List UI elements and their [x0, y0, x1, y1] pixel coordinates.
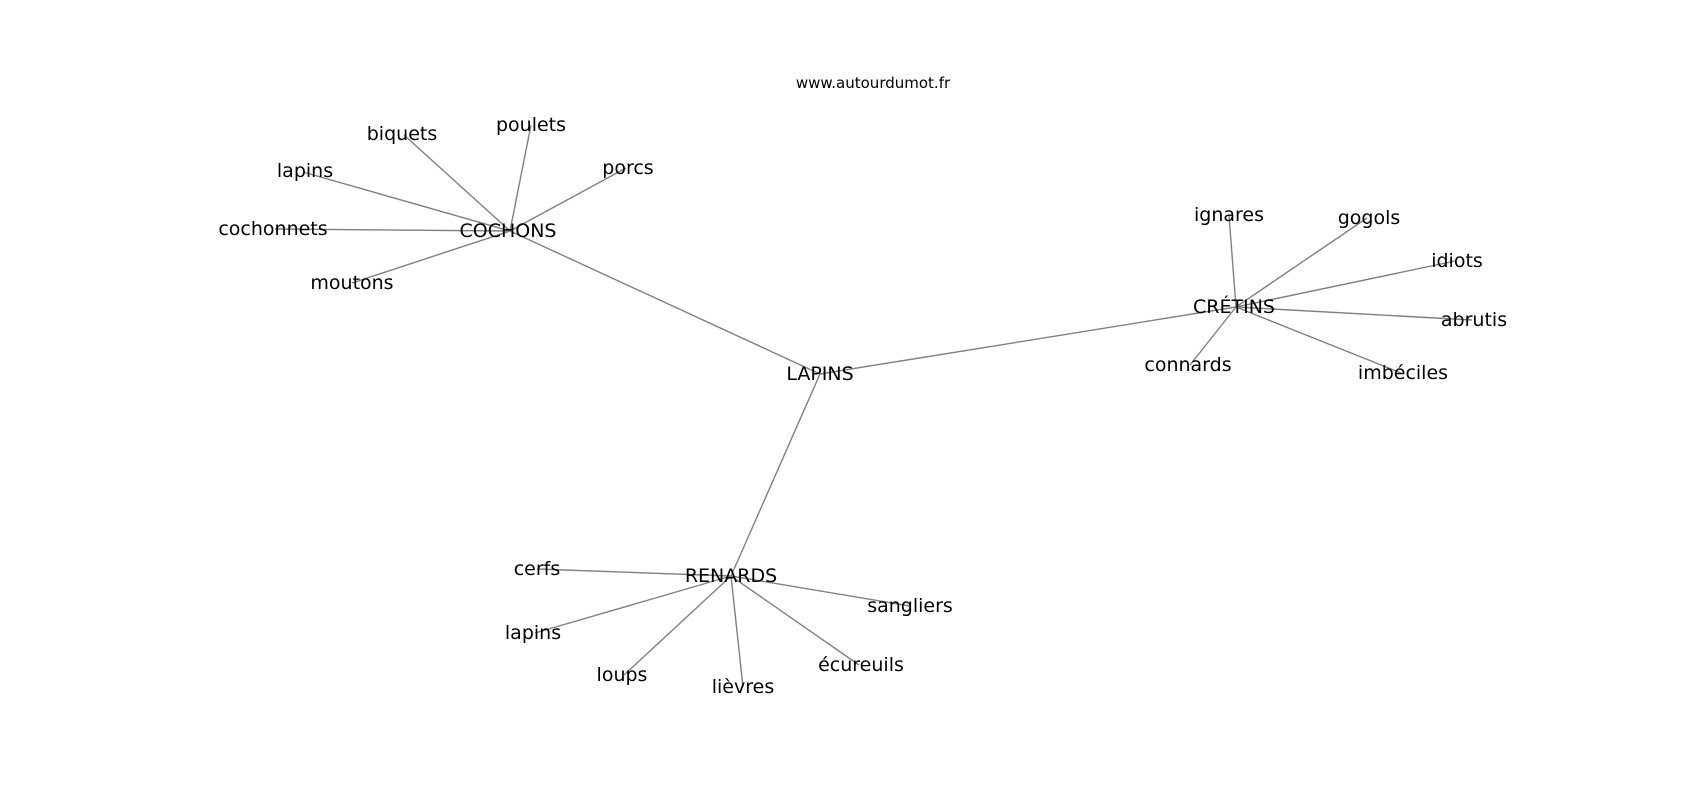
edge-center-hub-0: [509, 230, 821, 375]
edge-hub-2-leaf-0: [536, 568, 732, 577]
node-renards[interactable]: RENARDS: [685, 565, 777, 587]
node-lapins-cochons[interactable]: lapins: [277, 160, 333, 182]
edge-hub-0-leaf-1: [509, 124, 532, 232]
node-sangliers[interactable]: sangliers: [867, 595, 953, 617]
edge-hub-2-leaf-4: [623, 575, 732, 676]
node-ignares[interactable]: ignares: [1194, 204, 1264, 226]
node-abrutis[interactable]: abrutis: [1441, 309, 1507, 331]
node-porcs[interactable]: porcs: [602, 157, 653, 179]
node-cretins[interactable]: CRÉTINS: [1193, 295, 1275, 318]
node-cerfs[interactable]: cerfs: [514, 558, 561, 580]
node-lievres[interactable]: lièvres: [712, 676, 774, 698]
edge-hub-1-leaf-3: [1235, 306, 1473, 321]
edge-hub-1-leaf-4: [1189, 306, 1237, 366]
edge-hub-2-leaf-3: [730, 575, 860, 666]
node-poulets[interactable]: poulets: [496, 114, 566, 136]
node-gogols[interactable]: gogols: [1338, 207, 1401, 229]
edge-center-hub-1: [819, 306, 1237, 375]
edge-hub-1-leaf-0: [1228, 214, 1237, 308]
edge-hub-1-leaf-2: [1235, 260, 1456, 308]
node-idiots[interactable]: idiots: [1431, 250, 1483, 272]
node-lapins-renards[interactable]: lapins: [505, 622, 561, 644]
node-ecureuils[interactable]: écureuils: [818, 654, 904, 676]
edge-hub-0-leaf-2: [302, 171, 511, 232]
edge-hub-2-leaf-5: [730, 575, 744, 688]
node-moutons[interactable]: moutons: [310, 272, 393, 294]
site-label: www.autourdumot.fr: [796, 74, 951, 92]
edge-hub-2-leaf-1: [730, 575, 911, 607]
edge-hub-0-leaf-4: [274, 228, 511, 232]
node-biquets[interactable]: biquets: [367, 123, 437, 145]
edge-hub-0-leaf-5: [351, 230, 511, 284]
edge-hub-1-leaf-1: [1235, 217, 1368, 308]
node-imbeciles[interactable]: imbéciles: [1358, 362, 1448, 384]
edge-center-hub-2: [730, 373, 821, 577]
edge-hub-2-leaf-2: [534, 575, 732, 634]
edge-hub-0-leaf-3: [509, 167, 627, 232]
node-connards[interactable]: connards: [1144, 354, 1231, 376]
node-loups[interactable]: loups: [597, 664, 648, 686]
edge-hub-1-leaf-5: [1235, 306, 1402, 374]
node-cochonnets[interactable]: cochonnets: [218, 218, 327, 240]
graph-edges: [274, 124, 1473, 688]
node-cochons[interactable]: COCHONS: [459, 220, 556, 242]
edge-hub-0-leaf-0: [403, 134, 511, 232]
node-lapins[interactable]: LAPINS: [786, 363, 853, 385]
